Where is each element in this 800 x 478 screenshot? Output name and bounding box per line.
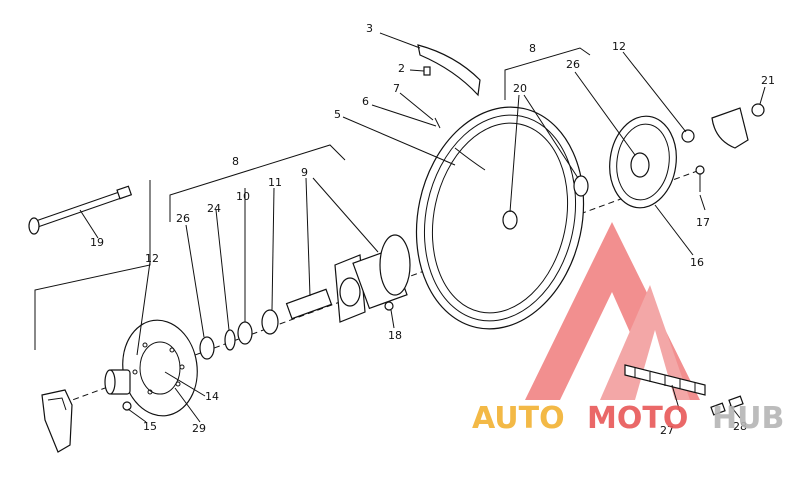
label-29: 29 (192, 422, 206, 435)
label-6: 6 (362, 95, 369, 108)
label-9: 9 (301, 166, 308, 179)
label-27: 27 (660, 424, 674, 437)
label-12-right: 12 (612, 40, 626, 53)
bolt-part (122, 401, 132, 411)
label-11: 11 (268, 176, 282, 189)
label-24: 24 (207, 202, 221, 215)
label-17: 17 (696, 216, 710, 229)
chain-part (624, 364, 706, 396)
bearing-group-left (199, 288, 333, 360)
label-3: 3 (366, 22, 373, 35)
label-8-right: 8 (529, 42, 536, 55)
sprocket-part (609, 115, 677, 209)
bracket-8-right (504, 47, 591, 100)
label-26-right: 26 (566, 58, 580, 71)
axle-bracket (34, 180, 151, 350)
valve-part (423, 66, 431, 76)
watermark-auto: AUTO (472, 401, 565, 436)
master-link-part (710, 395, 744, 416)
label-19: 19 (90, 236, 104, 249)
label-15: 15 (143, 420, 157, 433)
label-7: 7 (393, 82, 400, 95)
watermark-moto: MOTO (587, 401, 688, 436)
label-12-left: 12 (145, 252, 159, 265)
axle-part (28, 185, 133, 235)
nut-21-part (751, 103, 765, 117)
rim-strap-part (417, 44, 481, 97)
leader-lines (79, 32, 766, 423)
rim-part (415, 106, 585, 330)
axle-centerline (44, 169, 701, 411)
chain-adjuster-left (41, 389, 73, 453)
part-labels: 3 2 7 6 5 8 20 26 12 21 17 16 18 8 9 11 … (90, 22, 775, 437)
hub-part (334, 234, 411, 323)
watermark-hub: HUB (712, 401, 784, 436)
label-5: 5 (334, 108, 341, 121)
spacer-part (104, 369, 131, 395)
watermark-text: AUTO MOTO HUB (472, 401, 784, 436)
nut-right-part (681, 129, 695, 143)
label-2: 2 (398, 62, 405, 75)
label-18: 18 (388, 329, 402, 342)
bearing-right-part (573, 175, 589, 197)
label-16: 16 (690, 256, 704, 269)
label-14: 14 (205, 390, 219, 403)
bracket-8-left (169, 144, 346, 222)
label-20: 20 (513, 82, 527, 95)
valve-nut-part (434, 117, 441, 129)
chain-adjuster-right (711, 107, 749, 149)
label-8-left: 8 (232, 155, 239, 168)
label-28: 28 (733, 420, 747, 433)
label-26-left: 26 (176, 212, 190, 225)
label-10: 10 (236, 190, 250, 203)
label-21: 21 (761, 74, 775, 87)
